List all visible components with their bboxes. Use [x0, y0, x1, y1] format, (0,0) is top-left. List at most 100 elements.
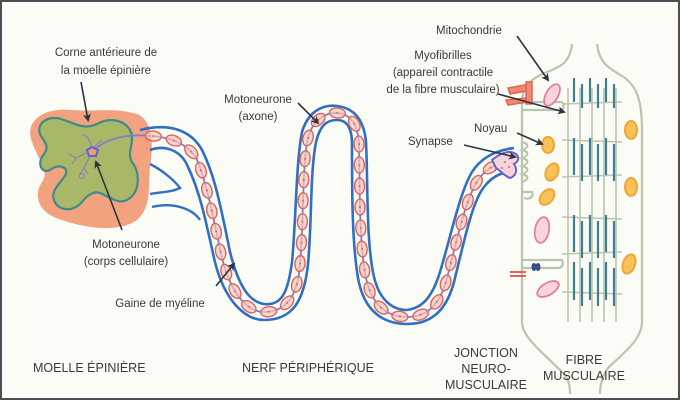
schwann-nucleus	[449, 261, 452, 264]
motoneuron-cell-body	[67, 133, 103, 179]
labels: Corne antérieure de la moelle épinière M…	[55, 25, 507, 310]
schwann-nucleus	[210, 209, 213, 212]
schwann-nucleus	[368, 289, 371, 292]
schwann-nucleus	[336, 112, 339, 114]
schwann-nucleus	[172, 139, 175, 142]
schwann-nucleus	[435, 300, 438, 303]
nucleus	[541, 136, 555, 154]
schwann-nucleus	[295, 283, 298, 286]
z-disc	[561, 139, 623, 143]
label-myofibrils: Myofibrilles	[414, 50, 472, 62]
label-mitochondria: Mitochondrie	[436, 25, 502, 37]
pointer-arrows	[80, 35, 566, 287]
nucleus	[621, 253, 637, 275]
schwann-nucleus	[286, 301, 289, 304]
schwann-nucleus	[460, 221, 463, 223]
spinal-cord	[30, 109, 152, 229]
schwann-nucleus	[361, 248, 364, 250]
arrow-nucleus	[516, 132, 544, 146]
schwann-nucleus	[215, 230, 218, 233]
nerve-sheath-inner	[149, 118, 515, 326]
schwann-nucleus	[307, 137, 309, 139]
synapse-terminal	[490, 151, 520, 180]
schwann-nucleus	[398, 315, 401, 318]
label-motoneuron-axon: Motoneurone	[224, 94, 292, 106]
schwann-nucleus	[466, 201, 469, 203]
schwann-nucleus	[489, 166, 492, 169]
schwann-nucleus	[359, 227, 362, 230]
schwann-nucleus	[300, 241, 303, 244]
z-disc	[561, 174, 623, 178]
schwann-nucleus	[317, 119, 320, 121]
label-myofibrils: de la fibre musculaire)	[386, 84, 499, 96]
schwann-nucleus	[302, 178, 305, 181]
section-peripheral-nerve: NERF PÉRIPHÉRIQUE	[242, 360, 374, 375]
schwann-nucleus	[359, 206, 361, 209]
section-nmj: JONCTION	[454, 346, 518, 360]
schwann-nucleus	[475, 181, 478, 184]
schwann-nucleus	[299, 262, 301, 265]
schwann-nucleus	[444, 282, 447, 284]
label-anterior-horn: Corne antérieure de	[55, 47, 157, 59]
schwann-nucleus	[219, 250, 222, 253]
section-muscle-fiber: MUSCULAIRE	[543, 369, 625, 383]
mitochondria	[533, 83, 561, 298]
schwann-nucleus	[304, 157, 307, 160]
muscle-fiber-outline	[520, 43, 644, 395]
nucleus	[624, 120, 638, 140]
arrow-motoneuron-body	[94, 160, 123, 231]
muscle-fiber	[518, 43, 644, 395]
schwann-nucleus	[199, 169, 202, 172]
synaptic-markers	[510, 263, 541, 277]
arrow-anterior-horn	[80, 81, 91, 122]
section-nmj: MUSCULAIRE	[445, 378, 527, 392]
schwann-nucleus	[234, 290, 236, 293]
z-disc	[561, 101, 623, 105]
schwann-nucleus	[353, 122, 356, 125]
sarcomere-lattice	[561, 88, 623, 322]
nucleus	[538, 188, 556, 206]
label-motoneuron-body: (corps cellulaire)	[84, 256, 169, 268]
muscle-nuclei	[538, 120, 638, 275]
schwann-nucleus	[247, 305, 250, 308]
capillary	[504, 81, 533, 106]
schwann-nucleus	[363, 268, 366, 271]
section-spinal-cord: MOELLE ÉPINIÈRE	[33, 360, 146, 375]
label-motoneuron-axon: (axone)	[239, 111, 278, 123]
schwann-nucleus	[419, 313, 422, 316]
mitochondrion	[543, 83, 561, 107]
schwann-nucleus	[301, 220, 304, 223]
junctional-folds	[518, 100, 565, 270]
schwann-nucleus	[380, 306, 383, 309]
label-synapse: Synapse	[408, 136, 453, 148]
schwann-nucleus	[302, 199, 305, 202]
z-disc	[561, 291, 623, 295]
label-myelin-sheath: Gaine de myéline	[115, 298, 205, 310]
section-muscle-fiber: FIBRE	[566, 353, 603, 367]
schwann-nucleus	[358, 143, 360, 146]
label-anterior-horn: la moelle épinière	[61, 65, 151, 77]
schwann-nucleus	[152, 135, 155, 138]
z-disc	[561, 216, 623, 220]
nerve-root-lower	[151, 204, 201, 221]
nucleus	[544, 162, 560, 182]
section-labels: MOELLE ÉPINIÈRE NERF PÉRIPHÉRIQUE JONCTI…	[33, 346, 625, 392]
nerve-root-loop	[149, 162, 182, 196]
z-disc	[561, 251, 623, 255]
myelin-sheath-segments	[144, 107, 499, 323]
mitochondrion	[536, 280, 560, 298]
schwann-nucleus	[358, 185, 361, 188]
arrow-myofibrils	[497, 93, 566, 115]
mitochondrion	[533, 216, 551, 244]
schwann-nucleus	[267, 310, 270, 313]
schwann-nucleus	[190, 150, 193, 153]
section-nmj: NEURO-	[461, 362, 510, 376]
spinal-cord-gray-matter	[38, 116, 139, 211]
schwann-nucleus	[455, 241, 458, 244]
nerve-sheath-outer	[139, 104, 515, 312]
myofilaments	[572, 78, 616, 306]
label-nucleus: Noyau	[474, 123, 507, 135]
arrow-mitochondria	[516, 35, 550, 82]
arrow-synapse	[463, 144, 517, 160]
